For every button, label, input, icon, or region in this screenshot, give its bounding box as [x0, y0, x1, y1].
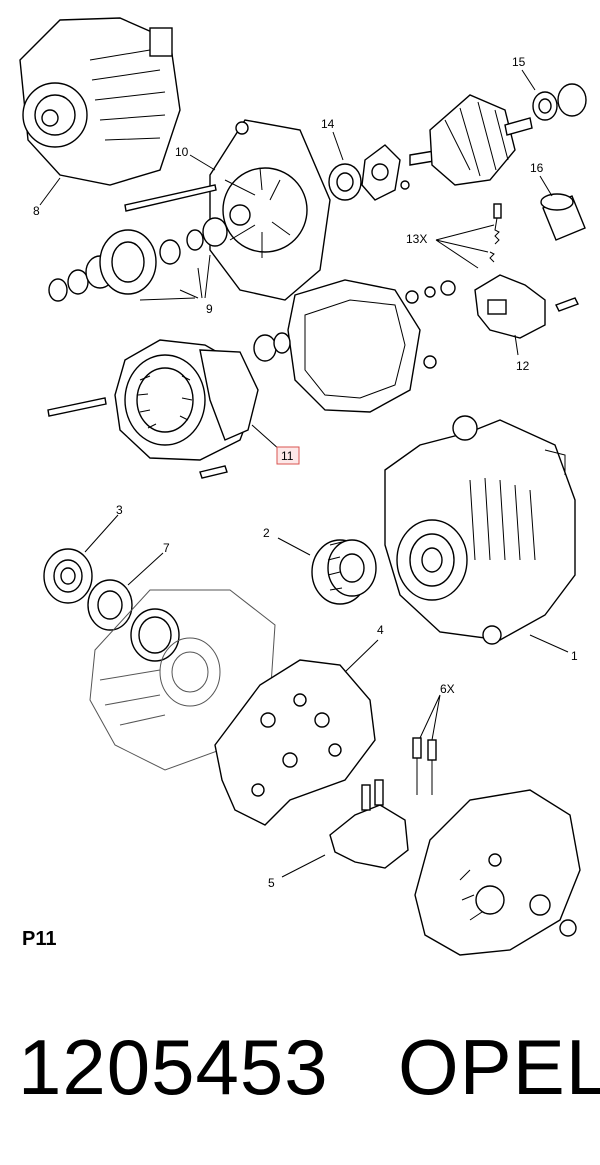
bearing-retainer	[328, 144, 410, 201]
callout-7: 7	[163, 541, 170, 555]
brush-set	[489, 203, 502, 263]
callout-5: 5	[268, 876, 275, 890]
leader-11	[251, 424, 281, 451]
callout-4: 4	[377, 623, 384, 637]
leader-10	[189, 154, 216, 171]
bearing-front	[43, 548, 93, 604]
alternator-assembly-top	[19, 17, 181, 186]
brand-name: OPEL	[398, 1023, 600, 1111]
leader-14	[332, 131, 344, 161]
leader-8	[39, 177, 61, 206]
page-code: P11	[22, 928, 57, 950]
leader-3	[84, 514, 119, 553]
leader-2	[277, 537, 311, 556]
rotor	[409, 83, 587, 186]
leader-15	[521, 69, 536, 91]
brushes	[412, 737, 437, 795]
part-number: 1205453	[18, 1023, 329, 1111]
callout-9: 9	[206, 302, 213, 316]
voltage-regulator	[329, 779, 409, 869]
pulley-washer-set	[48, 217, 228, 302]
callout-10: 10	[175, 145, 189, 159]
callout-1: 1	[571, 649, 578, 663]
rectifier	[214, 659, 376, 826]
callout-16: 16	[530, 161, 544, 175]
callout-12: 12	[516, 359, 530, 373]
drive-end-frame	[209, 119, 331, 301]
alternator-assembly	[384, 415, 576, 645]
leader-12	[514, 334, 519, 356]
leader-13	[435, 224, 495, 269]
callout-13: 13X	[406, 232, 427, 246]
bearing-rear	[87, 579, 180, 662]
leader-9	[139, 254, 211, 301]
callout-11-highlight	[276, 446, 300, 465]
callout-2: 2	[263, 526, 270, 540]
leader-4	[344, 639, 379, 673]
leader-5	[281, 854, 326, 878]
brush-holder-regulator	[405, 274, 579, 339]
leader-6	[419, 694, 441, 741]
callout-14: 14	[321, 117, 335, 131]
leader-1	[529, 634, 569, 653]
callout-6: 6X	[440, 682, 455, 696]
callout-8: 8	[33, 204, 40, 218]
exploded-parts-diagram: 1 2 3 4 5 6X 7 8 9 10 11 12 13X 14 15 16	[19, 17, 587, 956]
sleeve	[540, 193, 586, 241]
callout-15: 15	[512, 55, 526, 69]
leader-7	[127, 552, 164, 586]
leader-16	[539, 175, 553, 197]
rear-housing	[253, 279, 437, 413]
pulley	[311, 539, 377, 605]
callout-11: 11	[281, 449, 294, 463]
through-bolt	[124, 184, 217, 212]
rear-cover	[414, 789, 581, 956]
callout-3: 3	[116, 503, 123, 517]
stator	[47, 339, 259, 479]
